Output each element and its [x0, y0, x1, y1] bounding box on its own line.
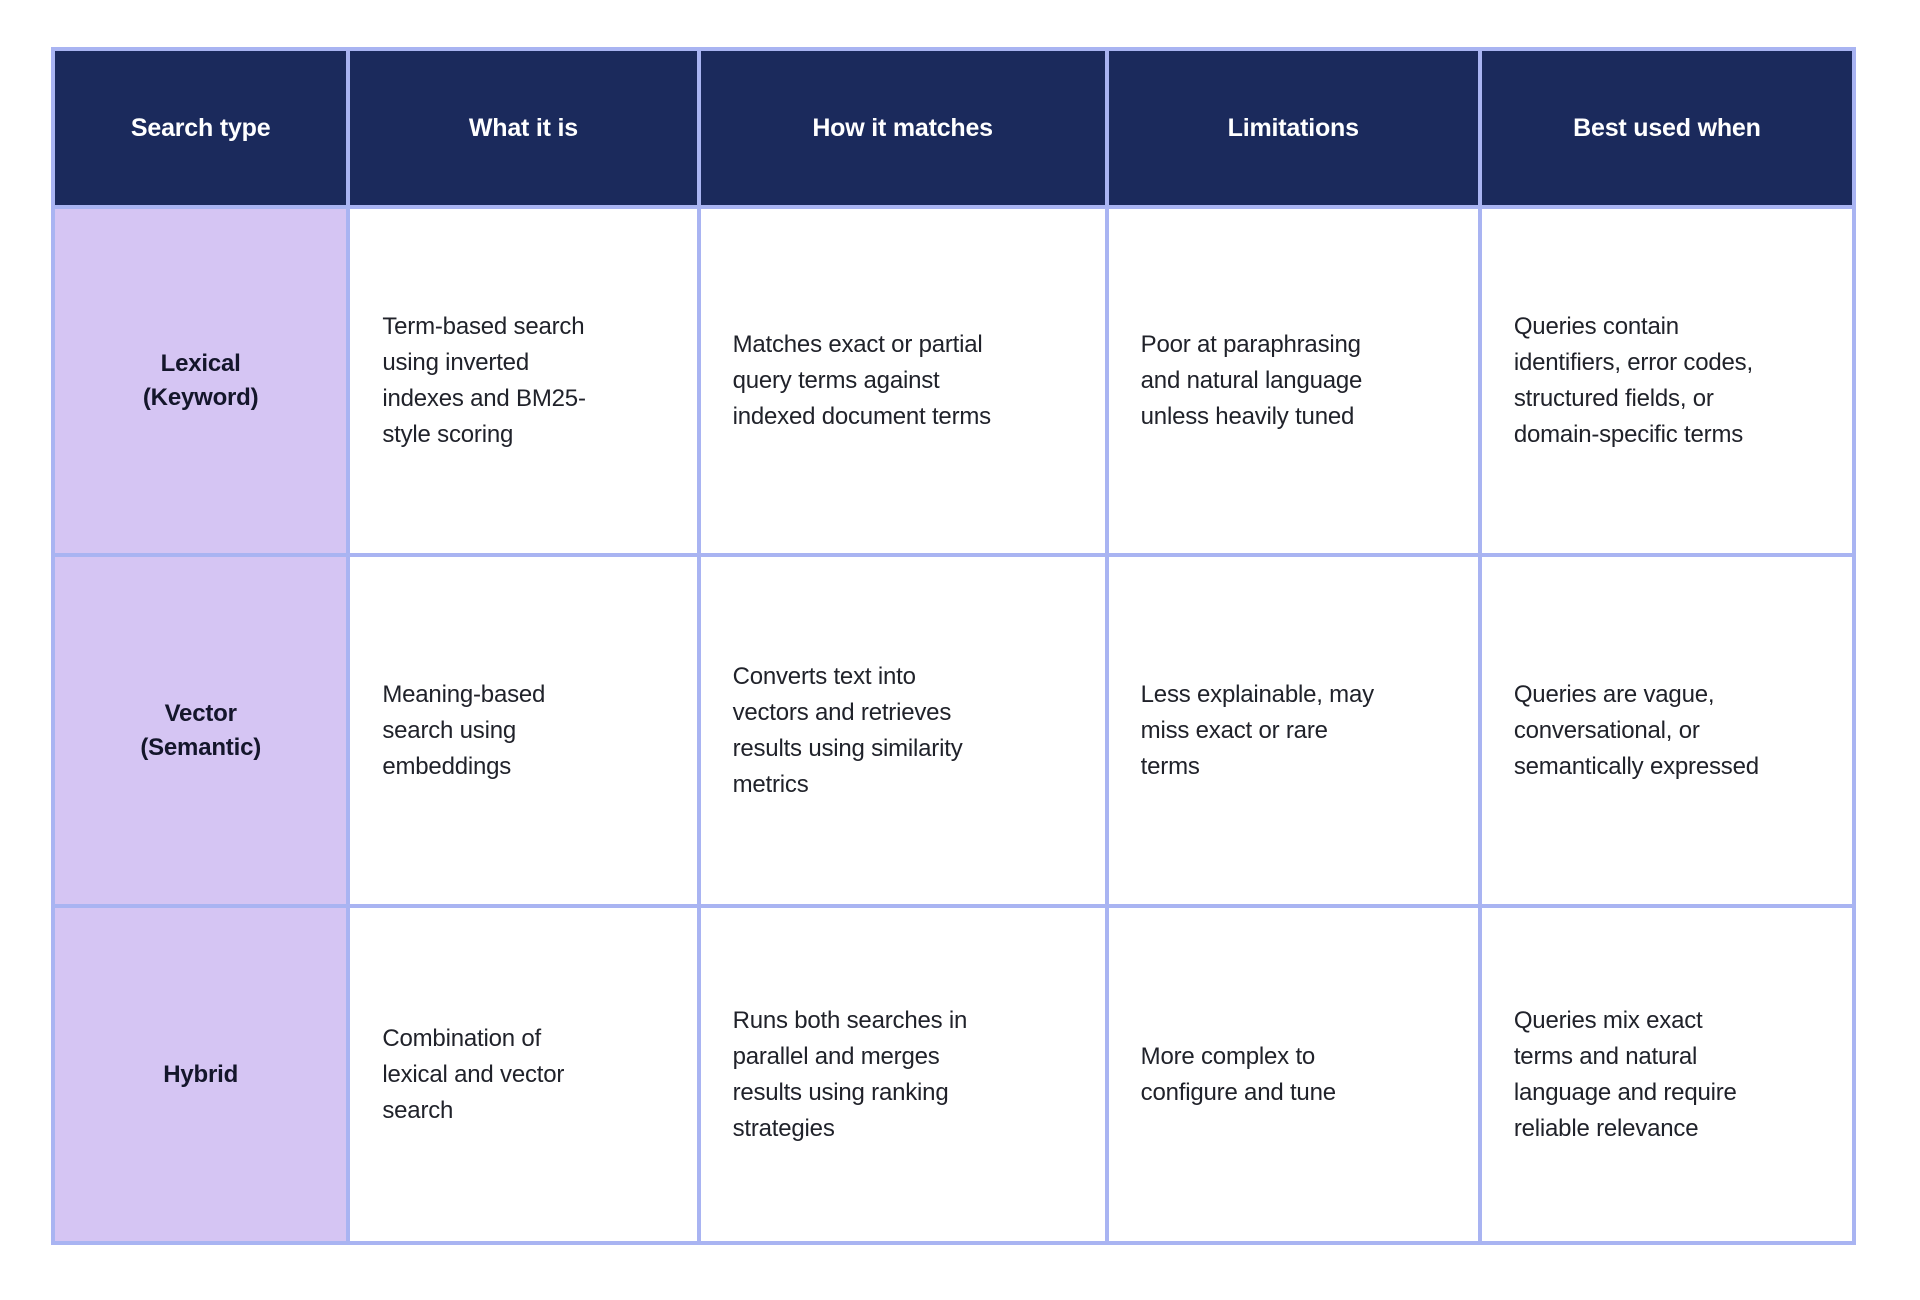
row-hybrid-best-cell: Queries mix exact terms and natural lang…	[1481, 908, 1852, 1241]
row-hybrid-limitations-cell: More complex to configure and tune	[1108, 908, 1478, 1241]
row-hybrid-what-cell: Combination of lexical and vector search	[350, 908, 697, 1241]
row-vector-best-cell: Queries are vague, conversational, or se…	[1481, 557, 1852, 904]
row-lexical-what-cell: Term-based search using inverted indexes…	[350, 209, 697, 553]
row-hybrid-type-cell: Hybrid	[55, 908, 347, 1241]
header-cell-best-used-when: Best used when	[1481, 51, 1852, 205]
row-vector-how-cell: Converts text into vectors and retrieves…	[700, 557, 1105, 904]
header-cell-what-it-is: What it is	[350, 51, 697, 205]
row-lexical-how-cell: Matches exact or partial query terms aga…	[700, 209, 1105, 553]
header-cell-how-it-matches: How it matches	[700, 51, 1105, 205]
row-vector-what-cell: Meaning-based search using embeddings	[350, 557, 697, 904]
header-cell-limitations: Limitations	[1108, 51, 1478, 205]
row-lexical-type-cell: Lexical (Keyword)	[55, 209, 347, 553]
row-hybrid-how-cell: Runs both searches in parallel and merge…	[700, 908, 1105, 1241]
row-vector-type-cell: Vector (Semantic)	[55, 557, 347, 904]
header-cell-search-type: Search type	[55, 51, 347, 205]
comparison-table: Search type What it is How it matches Li…	[51, 47, 1856, 1245]
row-lexical-limitations-cell: Poor at paraphrasing and natural languag…	[1108, 209, 1478, 553]
row-vector-limitations-cell: Less explainable, may miss exact or rare…	[1108, 557, 1478, 904]
row-lexical-best-cell: Queries contain identifiers, error codes…	[1481, 209, 1852, 553]
